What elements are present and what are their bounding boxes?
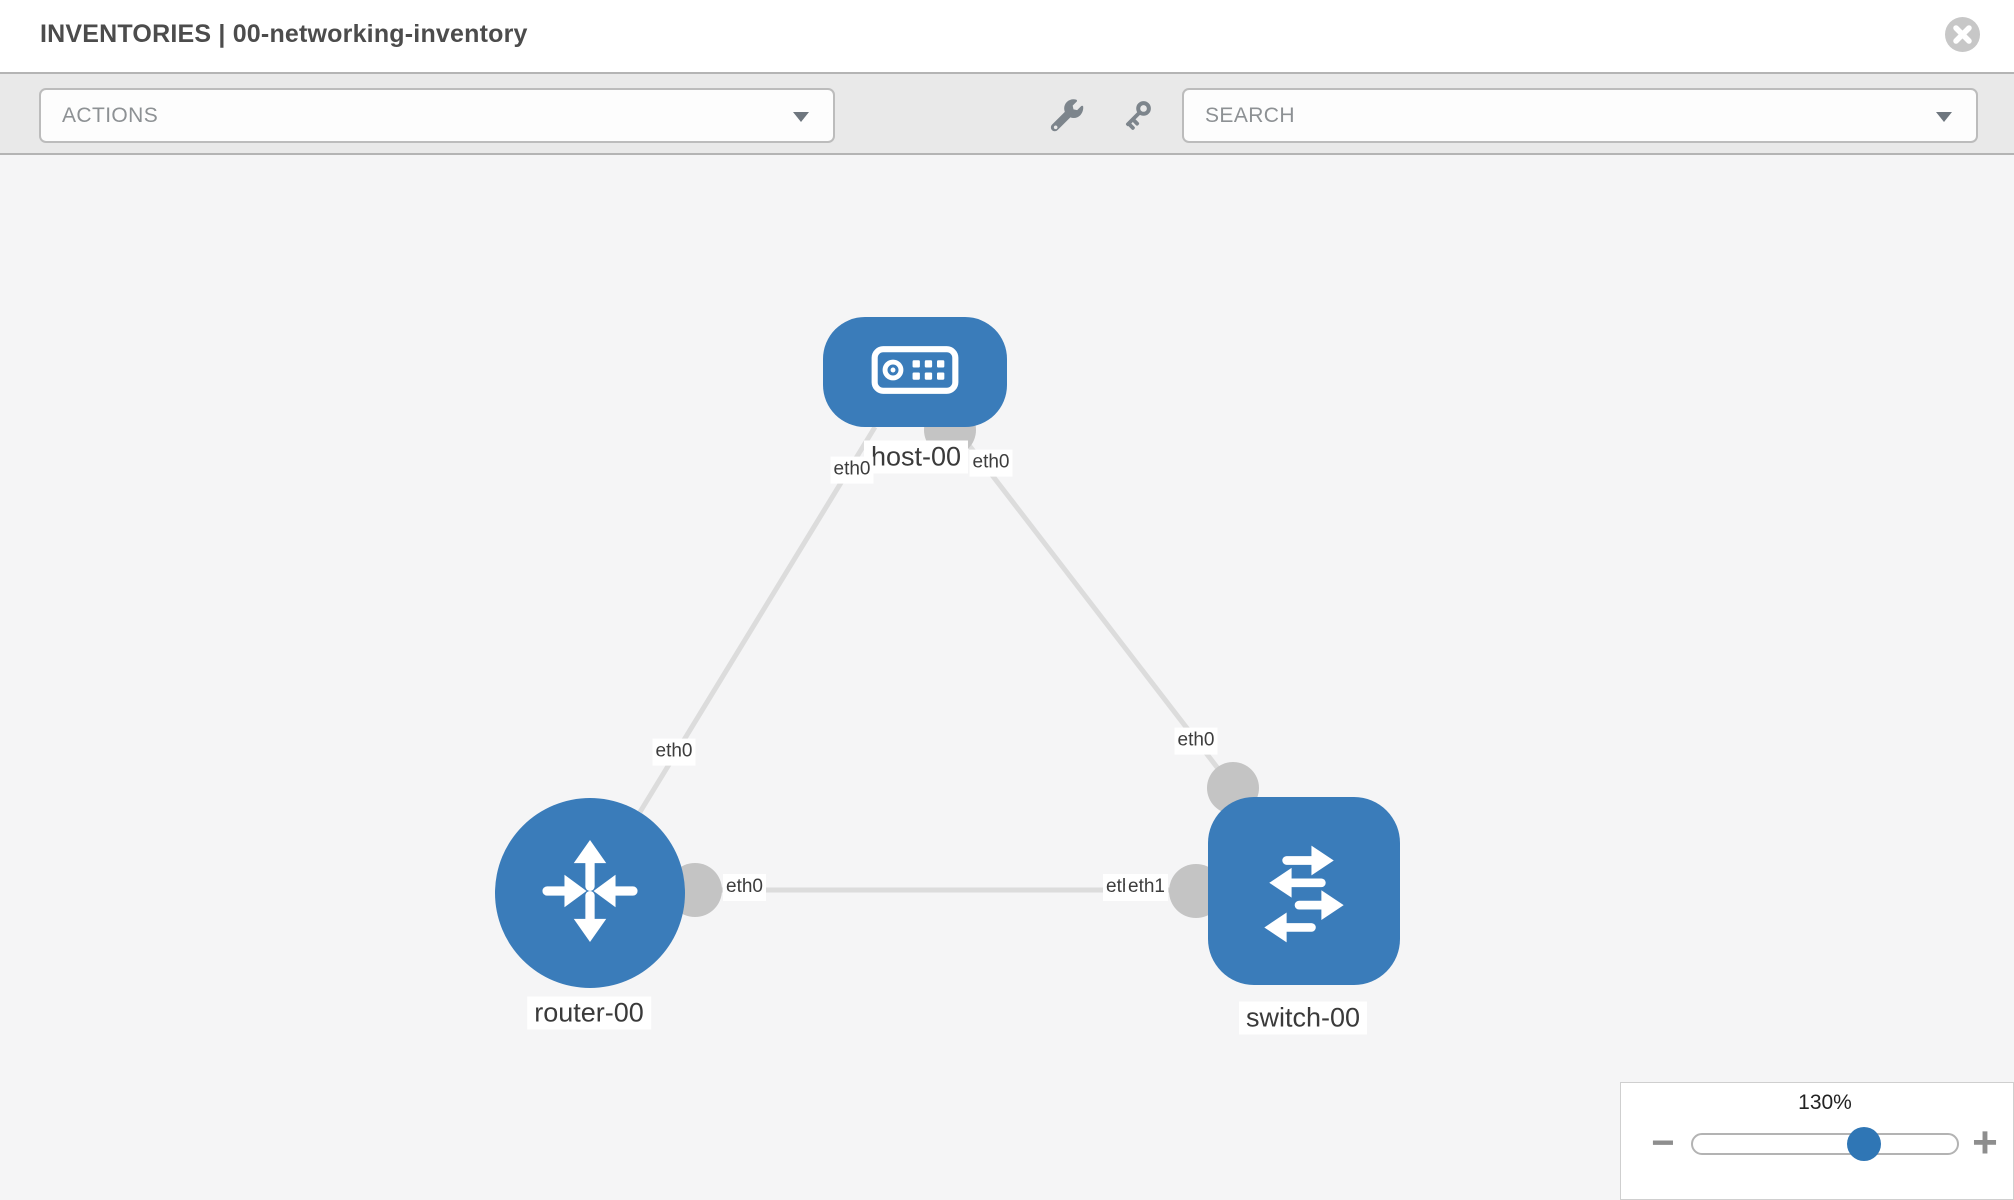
iface-label-router-eth0-top: eth0: [652, 738, 696, 766]
node-label-switch: switch-00: [1238, 1001, 1368, 1035]
zoom-slider-handle[interactable]: [1847, 1127, 1881, 1161]
chevron-down-icon: [1936, 112, 1952, 122]
host-icon: [871, 345, 959, 400]
node-label-host: host-00: [863, 440, 969, 474]
zoom-level-value: 130%: [1798, 1091, 1852, 1114]
toolbar: ACTIONS SEARCH: [0, 72, 2014, 155]
tools-button[interactable]: [1047, 96, 1087, 136]
node-router-00[interactable]: [495, 798, 685, 988]
close-button[interactable]: [1945, 17, 1980, 52]
topology-edges-layer: [637, 404, 1259, 918]
node-host-00[interactable]: [823, 317, 1007, 427]
actions-dropdown-label: ACTIONS: [62, 104, 159, 127]
credentials-button[interactable]: [1116, 96, 1156, 136]
wrench-icon: [1047, 99, 1087, 140]
zoom-slider-track[interactable]: [1691, 1133, 1959, 1155]
switch-icon: [1242, 827, 1366, 956]
iface-label-router-eth0-mid: eth0: [723, 874, 766, 901]
search-dropdown[interactable]: SEARCH: [1182, 88, 1978, 143]
zoom-in-button[interactable]: +: [1972, 1118, 1998, 1167]
topology-canvas[interactable]: host-00 router-00 switch-00 eth0 eth0 et…: [0, 155, 2014, 1200]
page-title: INVENTORIES | 00-networking-inventory: [40, 20, 528, 48]
chevron-down-icon: [793, 112, 809, 122]
node-switch-00[interactable]: [1208, 797, 1400, 985]
iface-label-host-eth0-right: eth0: [969, 449, 1013, 477]
iface-label-host-eth0-left: eth0: [830, 456, 874, 484]
zoom-out-button[interactable]: −: [1651, 1121, 1675, 1165]
search-dropdown-label: SEARCH: [1205, 104, 1295, 127]
key-icon: [1116, 101, 1156, 140]
router-icon: [532, 833, 648, 954]
node-label-router: router-00: [527, 996, 651, 1030]
iface-label-switch-eth1-mid: eth1: [1125, 874, 1168, 901]
header-bar: INVENTORIES | 00-networking-inventory: [0, 0, 2014, 72]
zoom-control-panel: 130% − +: [1620, 1082, 2014, 1200]
actions-dropdown[interactable]: ACTIONS: [39, 88, 835, 143]
iface-label-switch-eth0-top: eth0: [1174, 727, 1218, 755]
